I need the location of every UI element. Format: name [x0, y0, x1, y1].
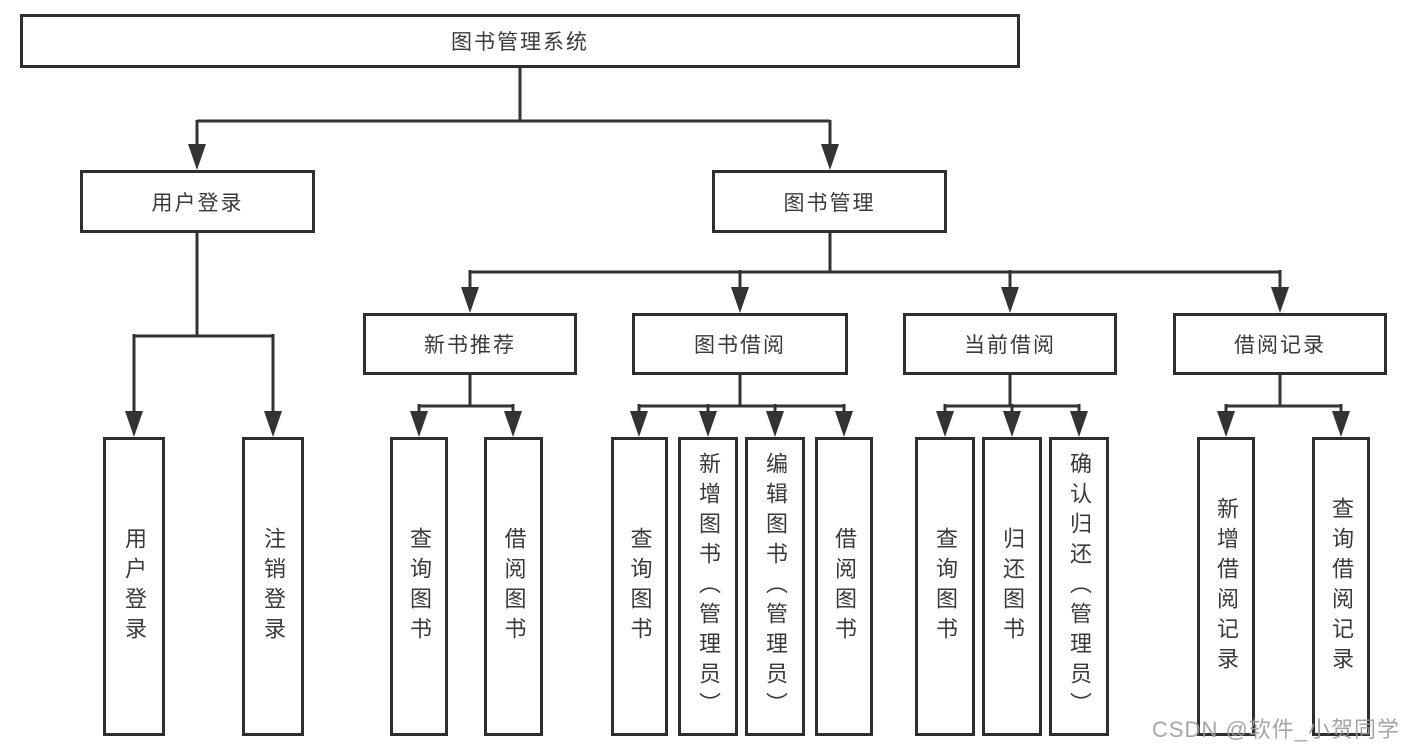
- leaf-edit-books-admin: 编辑图书（管理员）: [745, 437, 805, 736]
- leaf-current-query-books: 查询图书: [915, 437, 975, 736]
- node-book-management: 图书管理: [712, 170, 947, 233]
- leaf-recommend-borrow-books: 借阅图书: [484, 437, 543, 736]
- leaf-borrowing-borrow-books: 借阅图书: [815, 437, 873, 736]
- node-current-borrowing: 当前借阅: [903, 313, 1117, 375]
- node-book-borrowing: 图书借阅: [632, 313, 848, 375]
- csdn-watermark: CSDN @软件_小贺同学: [1152, 717, 1401, 742]
- leaf-return-books: 归还图书: [982, 437, 1042, 736]
- node-library-system: 图书管理系统: [20, 14, 1020, 68]
- leaf-query-borrow-record: 查询借阅记录: [1312, 437, 1370, 736]
- leaf-logout: 注销登录: [242, 437, 304, 736]
- node-new-book-recommend: 新书推荐: [363, 313, 577, 375]
- node-user-login: 用户登录: [80, 170, 315, 233]
- leaf-recommend-query-books: 查询图书: [390, 437, 448, 736]
- leaf-add-borrow-record: 新增借阅记录: [1197, 437, 1255, 736]
- leaf-confirm-return-admin: 确认归还（管理员）: [1049, 437, 1109, 736]
- leaf-add-books-admin: 新增图书（管理员）: [678, 437, 738, 736]
- leaf-borrowing-query-books: 查询图书: [611, 437, 668, 736]
- leaf-user-login: 用户登录: [103, 437, 165, 736]
- node-borrow-records: 借阅记录: [1173, 313, 1387, 375]
